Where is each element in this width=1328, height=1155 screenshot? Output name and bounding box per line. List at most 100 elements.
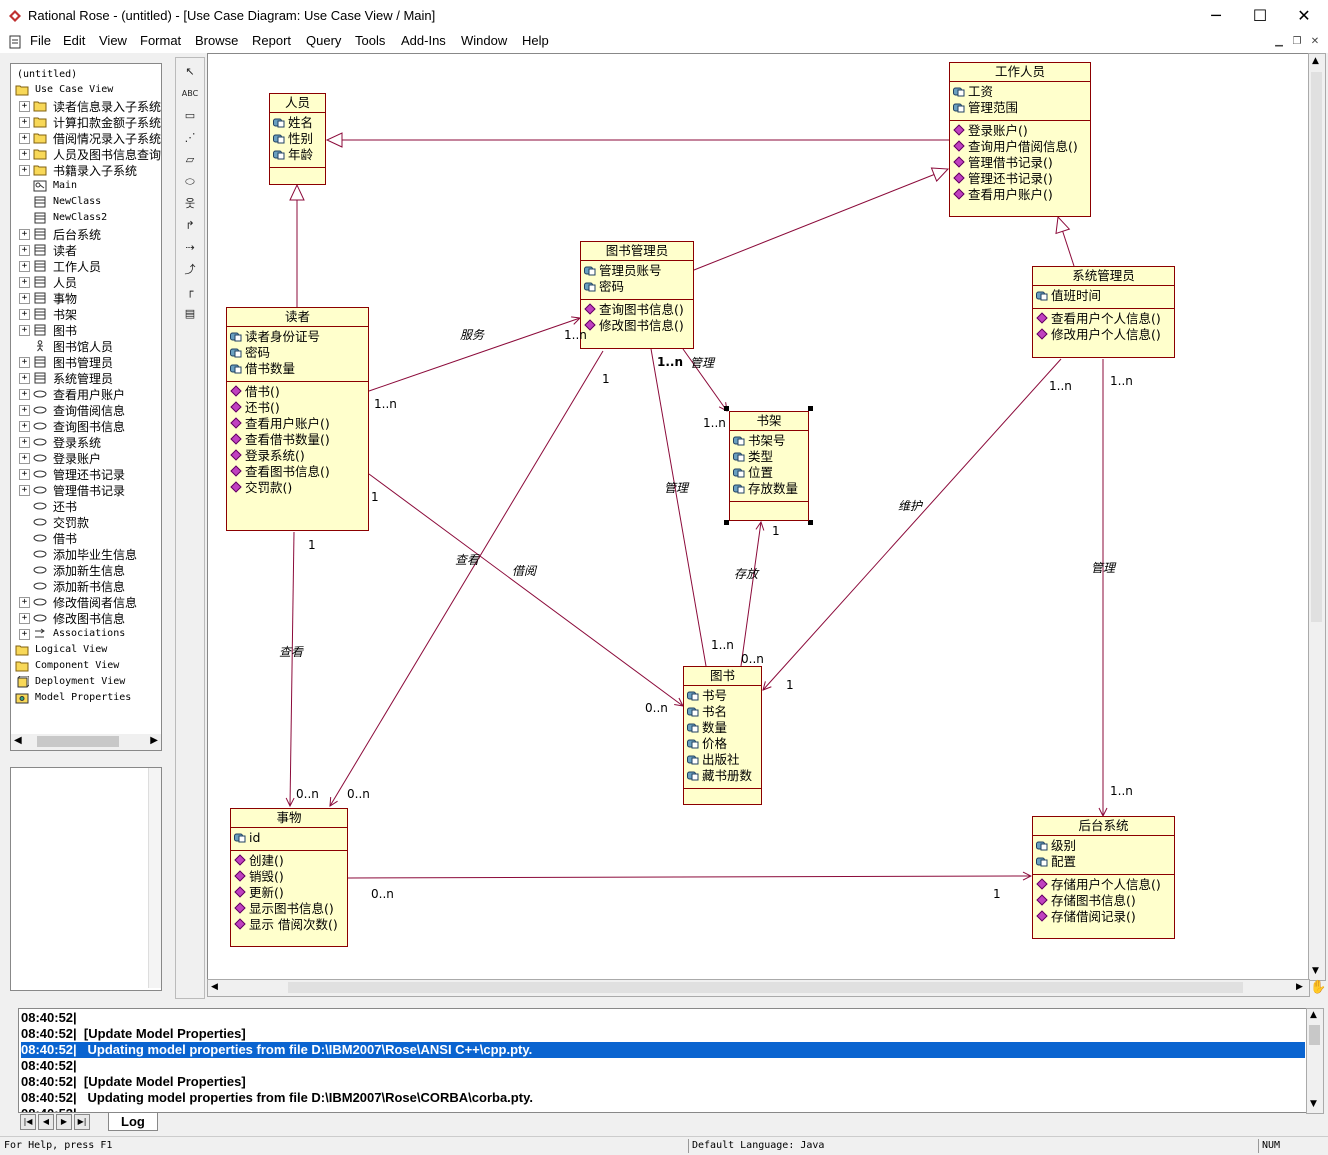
menu-tools[interactable]: Tools [355,33,386,48]
tab-last-icon[interactable]: ▶| [74,1114,90,1130]
log-entry-selected[interactable]: 08:40:52| Updating model properties from… [21,1042,1305,1058]
selection-handle[interactable] [808,406,813,411]
tab-log[interactable]: Log [108,1113,158,1131]
class-operation[interactable]: 存储图书信息() [1035,893,1174,909]
class-attribute[interactable]: 书架号 [732,433,808,449]
class-tushu[interactable]: 图书书号书名数量价格出版社藏书册数 [683,666,762,805]
mdi-restore-button[interactable]: ❐ [1292,36,1302,47]
minimize-button[interactable]: ─ [1211,6,1221,25]
class-attribute[interactable]: 工资 [952,84,1090,100]
scroll-up-icon[interactable]: ▲ [1310,1010,1317,1020]
class-operation[interactable]: 查看借书数量() [229,432,368,448]
class-attribute[interactable]: 类型 [732,449,808,465]
class-operation[interactable]: 查看用户账户() [952,187,1090,203]
documentation-window[interactable] [10,767,162,991]
class-operation[interactable]: 借书() [229,384,368,400]
class-tool-icon[interactable]: ▤ [184,307,196,320]
class-operation[interactable]: 登录账户() [952,123,1090,139]
menu-format[interactable]: Format [140,33,182,48]
tree-root[interactable]: (untitled) [17,66,77,82]
log-vertical-scrollbar[interactable]: ▲ ▼ [1306,1008,1324,1114]
class-operation[interactable]: 还书() [229,400,368,416]
menu-view[interactable]: View [99,33,127,48]
class-operation[interactable]: 创建() [233,853,347,869]
class-attribute[interactable]: 配置 [1035,854,1174,870]
browser-horizontal-scrollbar[interactable]: ◀ ▶ [10,734,162,751]
tree-expand-icon[interactable]: + [19,117,30,128]
class-attribute[interactable]: 借书数量 [229,361,368,377]
selection-handle[interactable] [724,406,729,411]
note-tool-icon[interactable]: ▭ [184,109,196,122]
class-operation[interactable]: 显示 借阅次数() [233,917,347,933]
tree-expand-icon[interactable]: + [19,229,30,240]
class-attribute[interactable]: id [233,830,347,846]
anchor-tool-icon[interactable]: ⋰ [184,131,196,144]
class-attribute[interactable]: 读者身份证号 [229,329,368,345]
tab-next-icon[interactable]: ▶ [56,1114,72,1130]
class-operation[interactable]: 查询用户借阅信息() [952,139,1090,155]
tree-expand-icon[interactable]: + [19,101,30,112]
model-browser[interactable]: (untitled)Use Case View+读者信息录入子系统+计算扣款金额… [10,63,162,737]
maximize-button[interactable]: ☐ [1252,6,1268,25]
scroll-thumb[interactable] [288,982,1243,993]
association-tool-icon[interactable]: ┌ [186,285,194,298]
menu-query[interactable]: Query [306,33,342,48]
tree-expand-icon[interactable]: + [19,629,30,640]
class-attribute[interactable]: 值班时间 [1035,288,1174,304]
class-diagram-canvas[interactable]: 人员姓名性别年龄 工作人员工资管理范围登录账户()查询用户借阅信息()管理借书记… [207,53,1309,981]
selection-handle[interactable] [808,520,813,525]
scroll-up-icon[interactable]: ▲ [1312,56,1319,66]
menu-file[interactable]: File [30,33,51,48]
class-shujia[interactable]: 书架书架号类型位置存放数量 [729,411,809,521]
class-tushu-guanliyuan[interactable]: 图书管理员管理员账号密码查询图书信息()修改图书信息() [580,241,694,349]
usecase-tool-icon[interactable]: ⬭ [185,175,195,188]
class-houtai-xitong[interactable]: 后台系统级别配置存储用户个人信息()存储图书信息()存储借阅记录() [1032,816,1175,939]
class-operation[interactable]: 管理借书记录() [952,155,1090,171]
tree-expand-icon[interactable]: + [19,597,30,608]
scroll-right-icon[interactable]: ▶ [150,735,158,746]
class-operation[interactable]: 修改用户个人信息() [1035,327,1174,343]
class-xitong-guanliyuan[interactable]: 系统管理员值班时间查看用户个人信息()修改用户个人信息() [1032,266,1175,358]
class-attribute[interactable]: 数量 [686,720,761,736]
mdi-close-button[interactable]: ✕ [1310,36,1320,47]
class-attribute[interactable]: 书号 [686,688,761,704]
menu-browse[interactable]: Browse [195,33,239,48]
menu-edit[interactable]: Edit [63,33,86,48]
pan-hand-icon[interactable]: ✋ [1310,980,1327,995]
class-duzhe[interactable]: 读者读者身份证号密码借书数量借书()还书()查看用户账户()查看借书数量()登录… [226,307,369,531]
class-operation[interactable]: 查询图书信息() [583,302,693,318]
scroll-left-icon[interactable]: ◀ [14,735,22,746]
class-attribute[interactable]: 密码 [229,345,368,361]
class-attribute[interactable]: 存放数量 [732,481,808,497]
class-attribute[interactable]: 出版社 [686,752,761,768]
class-operation[interactable]: 销毁() [233,869,347,885]
class-attribute[interactable]: 位置 [732,465,808,481]
tree-expand-icon[interactable]: + [19,389,30,400]
tree-expand-icon[interactable]: + [19,325,30,336]
tree-expand-icon[interactable]: + [19,165,30,176]
class-operation[interactable]: 查看用户个人信息() [1035,311,1174,327]
class-operation[interactable]: 显示图书信息() [233,901,347,917]
dependency-tool-icon[interactable]: ⇢ [185,241,195,254]
close-button[interactable]: ✕ [1297,6,1311,25]
class-attribute[interactable]: 书名 [686,704,761,720]
scroll-left-icon[interactable]: ◀ [211,982,218,992]
text-tool-icon[interactable]: ABC [181,89,199,98]
class-operation[interactable]: 交罚款() [229,480,368,496]
tree-expand-icon[interactable]: + [19,357,30,368]
menu-help[interactable]: Help [522,33,549,48]
class-operation[interactable]: 存储借阅记录() [1035,909,1174,925]
scroll-track[interactable] [1311,72,1322,622]
diagram-vertical-scrollbar[interactable]: ▲ ▼ [1308,53,1326,981]
selection-tool-icon[interactable]: ↖ [185,65,195,78]
generalization-tool-icon[interactable]: ⤴ [184,263,196,276]
tree-expand-icon[interactable]: + [19,293,30,304]
scroll-down-icon[interactable]: ▼ [1310,1099,1317,1109]
menu-addins[interactable]: Add-Ins [401,33,446,48]
scroll-right-icon[interactable]: ▶ [1296,982,1303,992]
mdi-minimize-button[interactable]: ▁ [1275,36,1283,47]
class-renyuan[interactable]: 人员姓名性别年龄 [269,93,326,185]
class-attribute[interactable]: 姓名 [272,115,325,131]
tree-expand-icon[interactable]: + [19,453,30,464]
